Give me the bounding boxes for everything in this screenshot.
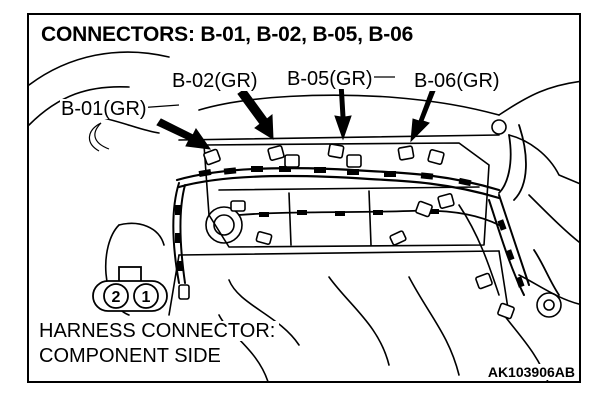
note-line-1: HARNESS CONNECTOR:	[39, 321, 280, 341]
connector-pin-label-1: 1	[141, 289, 151, 306]
figure-code: AK103906AB	[485, 364, 577, 380]
engine-harness-illustration	[29, 51, 579, 381]
callout-b01: B-01(GR)	[60, 98, 148, 120]
connector-pin-label-2: 2	[111, 289, 121, 306]
callout-b06: B-06(GR)	[413, 70, 501, 92]
note-line-2: COMPONENT SIDE	[39, 346, 225, 366]
callout-b05: B-05(GR)	[286, 68, 374, 90]
callout-b02: B-02(GR)	[171, 70, 259, 92]
diagram-frame: CONNECTORS: B-01, B-02, B-05, B-06 B-01(…	[27, 13, 581, 383]
diagram-title: CONNECTORS: B-01, B-02, B-05, B-06	[41, 23, 414, 46]
